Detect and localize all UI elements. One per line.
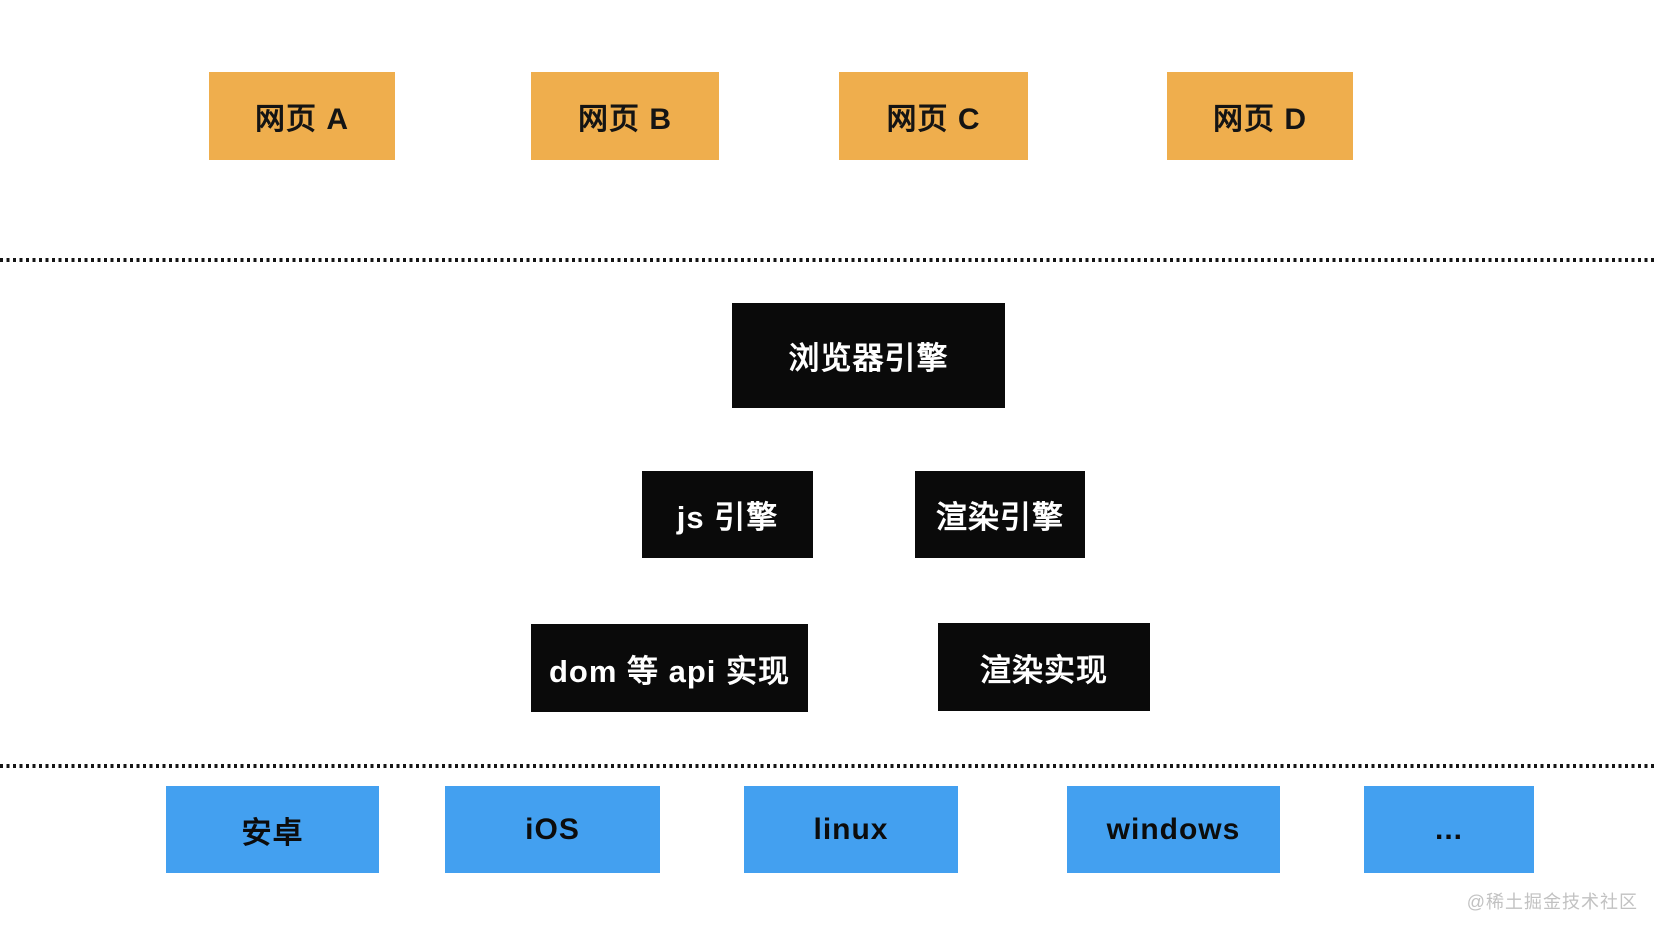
os-ios-box: iOS <box>445 786 660 873</box>
separator-top <box>0 258 1656 262</box>
js-engine-box: js 引擎 <box>642 471 813 558</box>
webpage-d-box: 网页 D <box>1167 72 1353 160</box>
webpage-c-box: 网页 C <box>839 72 1028 160</box>
dom-api-impl-box: dom 等 api 实现 <box>531 624 808 712</box>
os-more-box: ... <box>1364 786 1534 873</box>
render-engine-box: 渲染引擎 <box>915 471 1085 558</box>
webpage-b-box: 网页 B <box>531 72 719 160</box>
browser-engine-box: 浏览器引擎 <box>732 303 1005 408</box>
watermark: @稀土掘金技术社区 <box>1466 892 1638 912</box>
webpage-a-box: 网页 A <box>209 72 395 160</box>
separator-bottom <box>0 764 1656 768</box>
os-android-box: 安卓 <box>166 786 379 873</box>
os-linux-box: linux <box>744 786 958 873</box>
render-impl-box: 渲染实现 <box>938 623 1150 711</box>
os-windows-box: windows <box>1067 786 1280 873</box>
